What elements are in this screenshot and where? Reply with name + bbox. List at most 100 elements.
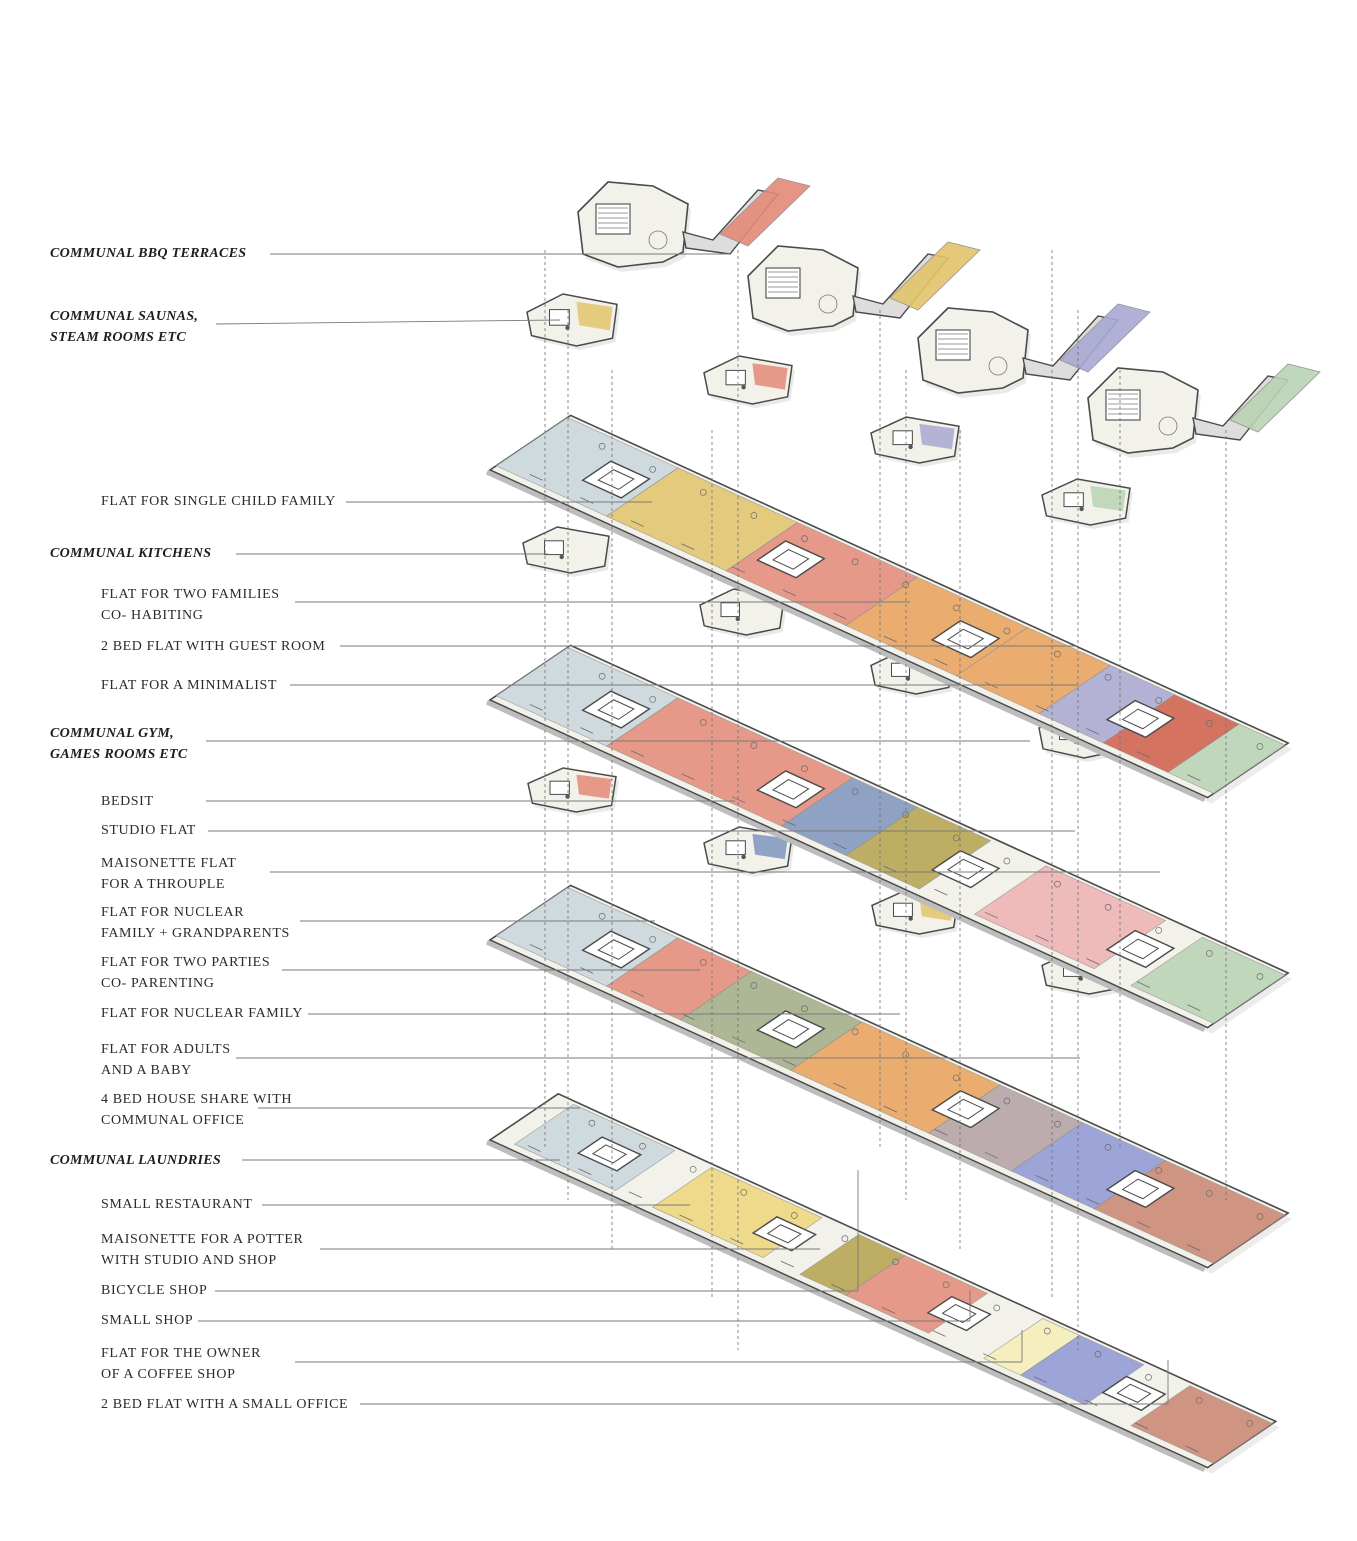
label-line: STEAM ROOMS ETC — [50, 330, 186, 345]
pod-marker — [1079, 506, 1084, 512]
furniture-mark — [883, 865, 897, 873]
furniture-mark — [1033, 1376, 1047, 1383]
stair-core-inner — [772, 548, 810, 570]
gym-pod-2 — [703, 826, 795, 877]
furniture-mark — [934, 1128, 948, 1136]
pod-colour — [752, 833, 788, 860]
furniture-mark — [750, 742, 758, 749]
floor-plate-ground — [485, 1092, 1280, 1474]
furniture-mark — [883, 635, 897, 643]
stair-core — [930, 849, 1001, 889]
furniture-mark — [588, 1119, 596, 1127]
stair-core-inner — [1121, 1178, 1160, 1200]
furniture-mark — [883, 1105, 897, 1113]
pod-stair — [549, 780, 570, 795]
label-line: CO- HABITING — [101, 608, 204, 623]
stair-core — [581, 690, 651, 729]
stair-core — [1105, 929, 1176, 969]
furniture-mark — [1003, 857, 1011, 865]
label-nuclear: FLAT FOR NUCLEAR FAMILY — [101, 1003, 303, 1024]
furniture-mark — [892, 1258, 899, 1266]
furniture-mark — [902, 811, 910, 819]
furniture-mark — [952, 604, 960, 612]
pod-marker — [559, 554, 564, 560]
terrace-3 — [917, 303, 1151, 398]
furniture-mark — [750, 512, 758, 519]
label-laundries: COMMUNAL LAUNDRIES — [50, 1150, 221, 1171]
label-restaurant: SMALL RESTAURANT — [101, 1194, 252, 1215]
sauna-pod-3 — [870, 416, 962, 467]
furniture-mark — [1136, 1221, 1150, 1228]
stair-core-inner — [946, 1098, 985, 1120]
facade-wall — [485, 469, 1206, 802]
furniture-mark — [851, 558, 859, 566]
furniture-mark — [681, 543, 695, 550]
bbq-table — [818, 294, 838, 314]
furniture-mark — [782, 1059, 796, 1067]
furniture-mark — [851, 788, 859, 796]
terrace-outline — [577, 181, 689, 268]
furniture-mark — [731, 566, 746, 574]
furniture-mark — [934, 888, 948, 896]
furniture-mark — [1185, 1445, 1199, 1453]
floor-plate-lower — [485, 884, 1293, 1274]
label-line: SMALL SHOP — [101, 1313, 194, 1328]
label-line: 4 BED HOUSE SHARE WITH — [101, 1092, 293, 1107]
furniture-mark — [1104, 903, 1112, 911]
bbq-terrace-deck — [889, 241, 981, 311]
furniture-mark — [1205, 720, 1213, 727]
furniture-mark — [731, 796, 746, 804]
pod-stair — [892, 430, 913, 446]
stair-core-inner — [597, 699, 635, 720]
terrace-stair — [1105, 389, 1141, 421]
stair-core-inner — [597, 939, 635, 960]
furniture-mark — [1136, 981, 1150, 988]
furniture-mark — [649, 695, 657, 703]
stair-core — [581, 930, 651, 969]
furniture-mark — [1054, 880, 1061, 888]
stair-core — [926, 1295, 992, 1332]
furniture-mark — [993, 1304, 1001, 1312]
furniture-mark — [780, 1260, 794, 1268]
furniture-mark — [1155, 696, 1163, 704]
label-line: AND A BABY — [101, 1063, 192, 1078]
label-line: COMMUNAL SAUNAS, — [50, 309, 199, 324]
pod-colour — [576, 301, 613, 331]
label-studio: STUDIO FLAT — [101, 820, 196, 841]
furniture-mark — [630, 990, 644, 997]
furniture-mark — [699, 489, 707, 496]
stair-core — [751, 1216, 818, 1252]
furniture-mark — [833, 612, 847, 620]
furniture-mark — [881, 1307, 896, 1314]
stair-core-inner — [1121, 938, 1160, 960]
pod-stair — [544, 540, 564, 556]
kitchen-pod-2 — [699, 588, 787, 639]
furniture-mark — [833, 842, 847, 850]
furniture-mark — [1246, 1420, 1254, 1427]
label-line: FLAT FOR SINGLE CHILD FAMILY — [101, 494, 337, 509]
furniture-mark — [833, 1082, 847, 1090]
leader-line — [215, 319, 561, 325]
label-line: MAISONETTE FLAT — [101, 856, 237, 871]
furniture-mark — [1003, 627, 1011, 635]
label-kitchens: COMMUNAL KITCHENS — [50, 543, 211, 564]
furniture-mark — [934, 658, 948, 666]
furniture-mark — [681, 773, 695, 780]
label-line: FLAT FOR NUCLEAR — [101, 905, 245, 920]
flat-unit — [1130, 1385, 1274, 1464]
stair-core-inner — [941, 1303, 977, 1324]
furniture-mark — [649, 935, 657, 943]
label-line: OF A COFFEE SHOP — [101, 1367, 236, 1382]
label-bedsit: BEDSIT — [101, 791, 154, 812]
label-small-shop: SMALL SHOP — [101, 1310, 193, 1331]
furniture-mark — [639, 1142, 646, 1150]
facade-wall — [485, 939, 1206, 1272]
furniture-mark — [649, 465, 657, 473]
flat-unit — [1130, 936, 1286, 1024]
furniture-mark — [1035, 935, 1049, 942]
pod-colour — [576, 774, 612, 799]
furniture-mark — [529, 944, 543, 951]
furniture-mark — [801, 765, 808, 772]
